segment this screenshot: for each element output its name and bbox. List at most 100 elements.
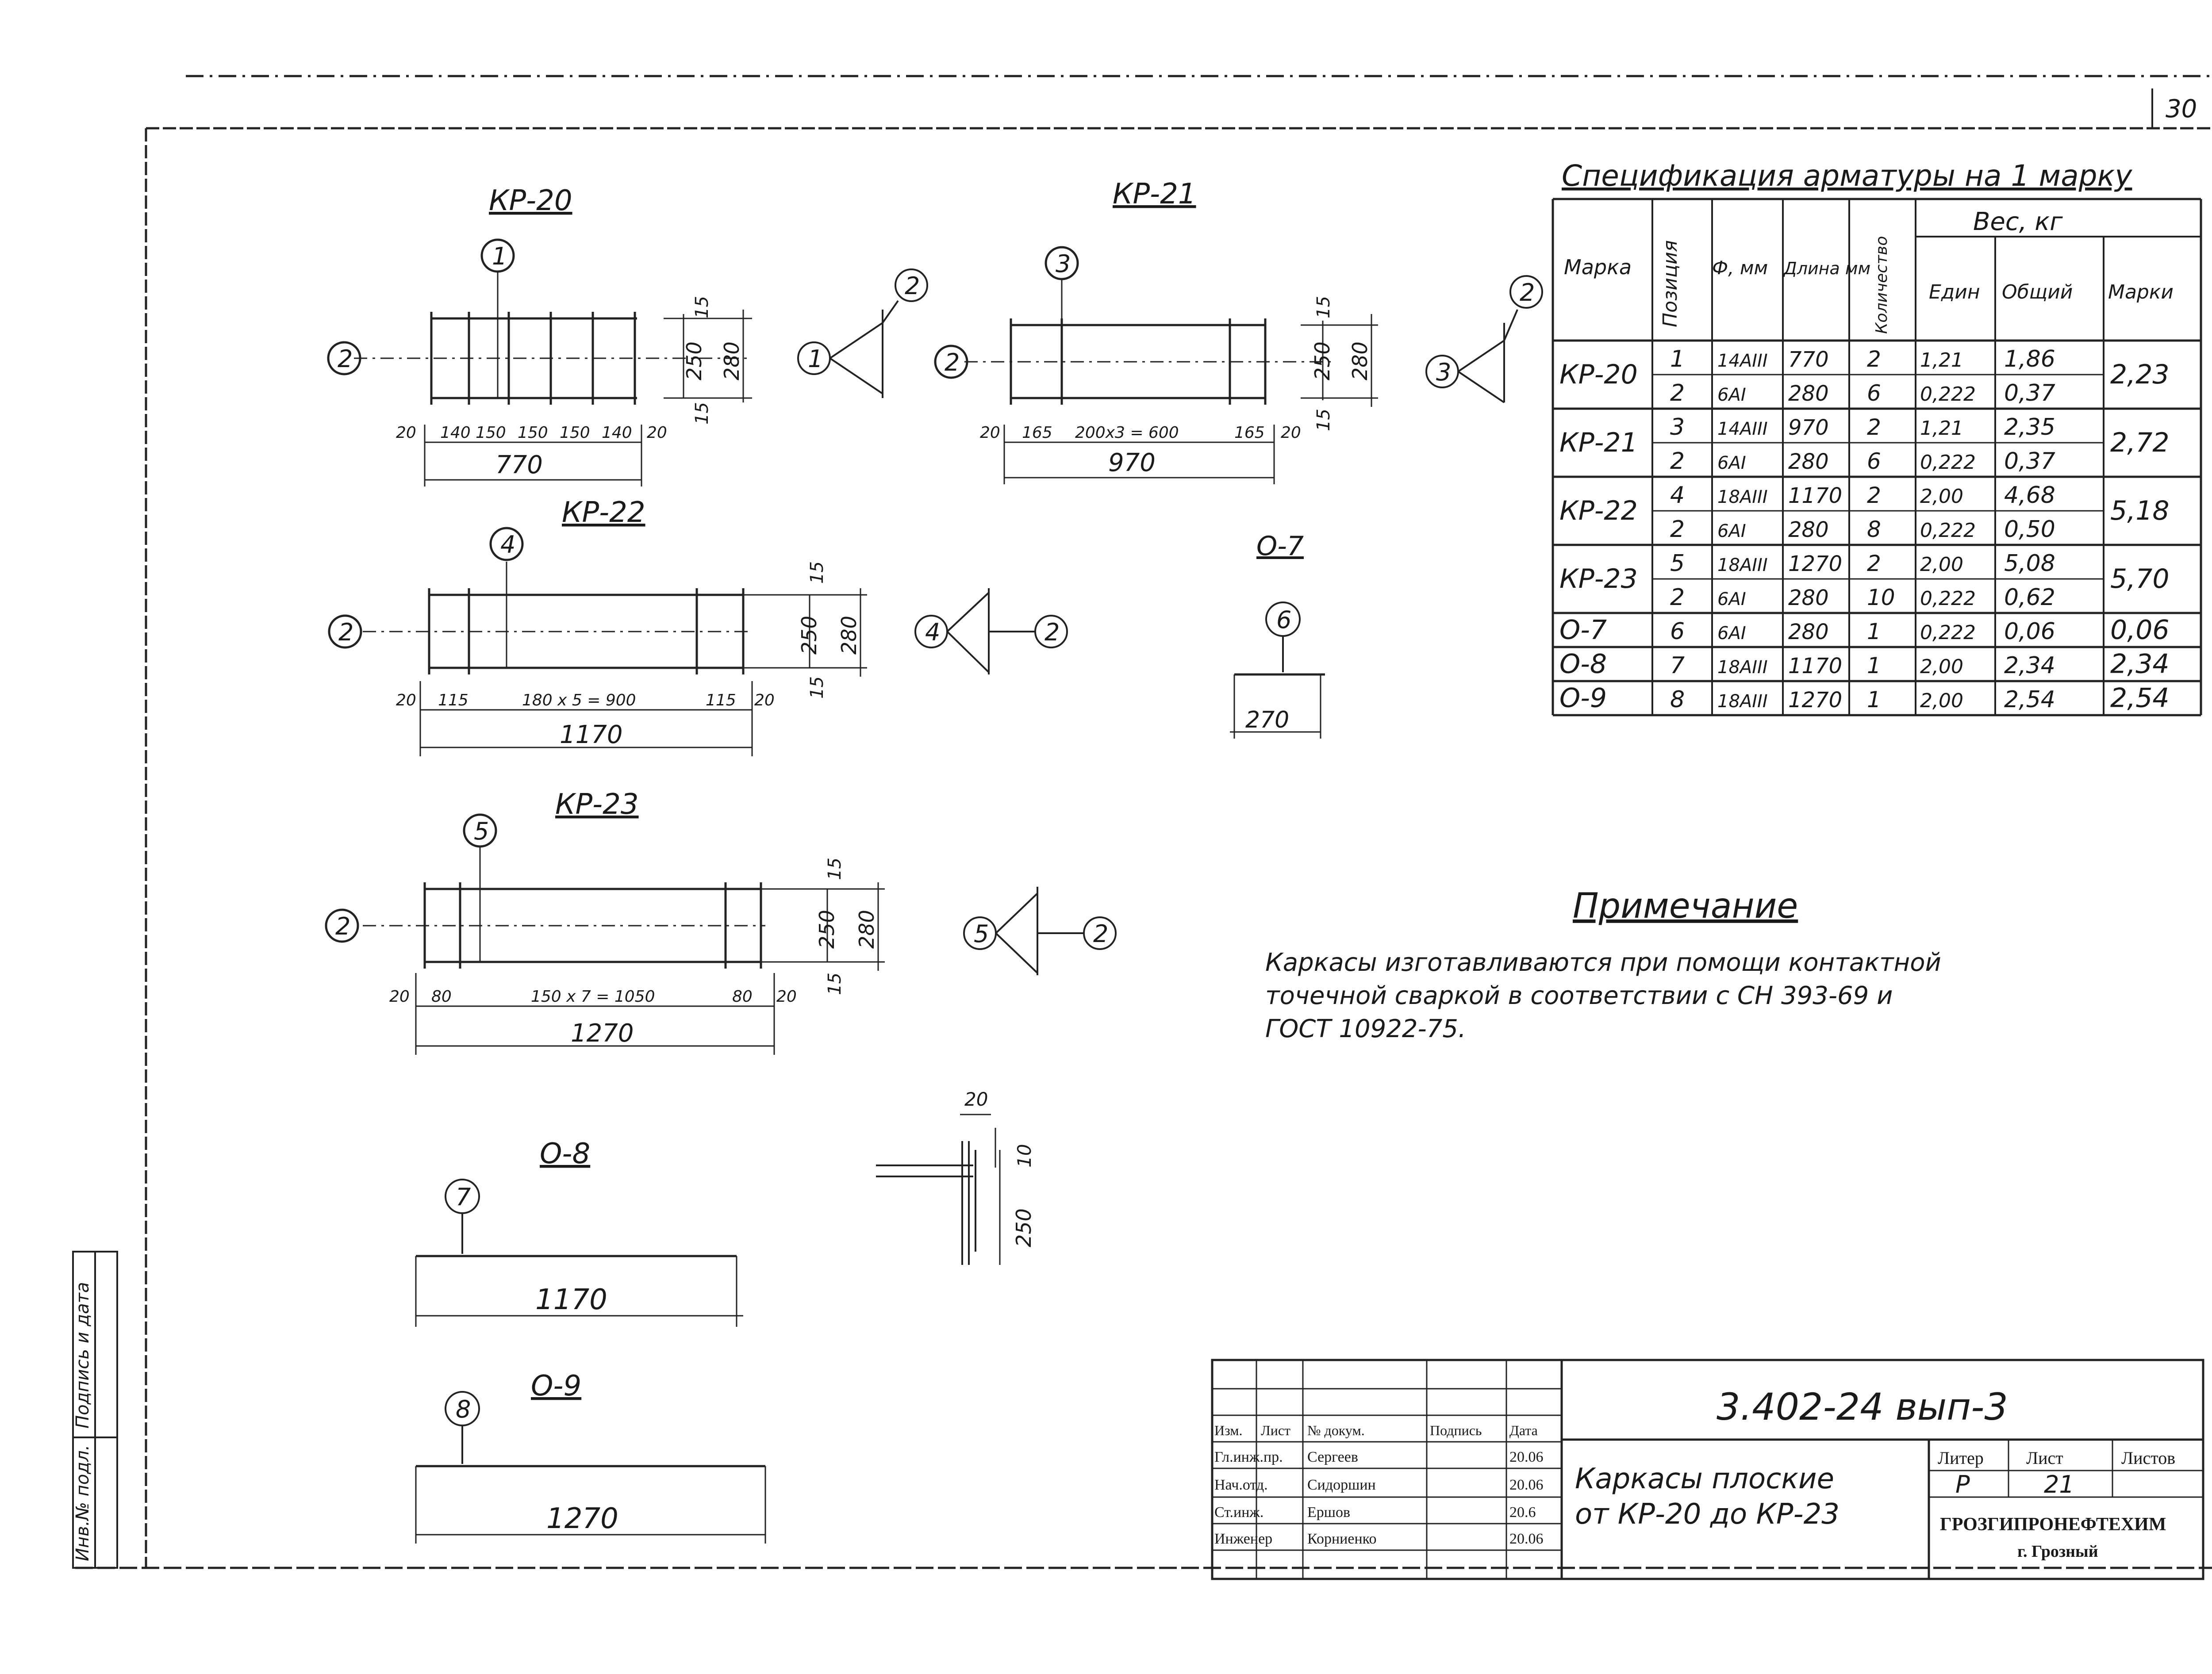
- spec-header-unit: Един: [1929, 281, 1980, 303]
- spec-cell-length: 770: [1788, 347, 1829, 372]
- spec-header-quantity: Количество: [1873, 236, 1891, 334]
- spec-cell-position: 2: [1670, 584, 1685, 611]
- kr22-spacing-dims: 20 115 180 х 5 = 900 115 20: [396, 691, 775, 709]
- head-label: Подпись: [1430, 1422, 1482, 1438]
- person-name: Корниенко: [1307, 1531, 1376, 1547]
- kr23-spacing: 150 х 7 = 1050: [531, 988, 655, 1006]
- spec-cell-diameter: 18AIII: [1717, 691, 1768, 712]
- sheet-label: Лист: [2026, 1448, 2063, 1468]
- spec-cell-position: 8: [1670, 686, 1685, 713]
- spec-cell-mark: О-7: [1559, 615, 1607, 646]
- kr21-side-tag: 2: [945, 349, 960, 376]
- spec-cell-mark: КР-20: [1559, 359, 1638, 390]
- kr20-spacing: 150: [518, 424, 548, 442]
- kr22-section-side: 2: [1045, 618, 1060, 646]
- spec-cell-mark: КР-23: [1559, 563, 1638, 594]
- spec-cell-quantity: 2: [1867, 551, 1881, 576]
- kr20-height-inner: 250: [682, 341, 706, 380]
- head-label: Лист: [1261, 1422, 1290, 1438]
- spec-cell-unit: 1,21: [1920, 417, 1963, 440]
- head-label: Дата: [1509, 1422, 1538, 1438]
- spec-cell-unit: 0,222: [1920, 519, 1976, 542]
- kr22-spacing: 20: [754, 691, 775, 709]
- detail-dim-height: 250: [1012, 1208, 1036, 1247]
- spec-cell-quantity: 1: [1867, 687, 1881, 713]
- o7-title: О-7: [1256, 531, 1304, 562]
- spec-cell-total: 2,35: [2004, 414, 2055, 441]
- person-role: Ст.инж.: [1214, 1504, 1263, 1521]
- kr21-spacing: 20: [980, 424, 1000, 442]
- kr22-side-tag: 2: [338, 618, 353, 646]
- person-name: Сидоршин: [1307, 1477, 1376, 1493]
- spec-cell-diameter: 18AIII: [1717, 487, 1768, 507]
- kr21-spacing: 20: [1281, 424, 1301, 442]
- spec-cell-position: 2: [1670, 516, 1685, 543]
- o8-title: О-8: [540, 1138, 590, 1170]
- spec-cell-total: 0,50: [2004, 516, 2055, 543]
- spec-cell-position: 1: [1670, 346, 1685, 372]
- spec-cell-total: 2,54: [2004, 686, 2055, 713]
- kr23-height-edge: 15: [825, 973, 845, 995]
- spec-cell-length: 280: [1788, 517, 1829, 542]
- spec-cell-position: 5: [1670, 550, 1685, 577]
- kr20-spacing-dims: 20 140 150 150 150 140 20: [396, 424, 667, 442]
- kr22-drawing: [328, 527, 867, 756]
- o9-drawing: [415, 1391, 766, 1544]
- margin-sign-label: Подпись и дата: [73, 1282, 93, 1429]
- spec-cell-quantity: 2: [1867, 414, 1881, 440]
- spec-cell-diameter: 6AI: [1717, 453, 1746, 473]
- spec-cell-length: 1270: [1788, 552, 1842, 576]
- spec-headers: Марка Позиция Ф, мм Длина мм Количество …: [1564, 207, 2174, 334]
- spec-header-diameter: Ф, мм: [1712, 257, 1768, 279]
- kr22-total-dim: 1170: [560, 720, 623, 749]
- spec-cell-quantity: 2: [1867, 483, 1881, 508]
- spec-header-per-mark: Марки: [2108, 281, 2174, 303]
- spec-cell-mark: О-9: [1559, 683, 1607, 714]
- spec-cell-diameter: 18AIII: [1717, 657, 1768, 678]
- kr21-position-tag: 3: [1056, 250, 1071, 278]
- kr20-spacing: 150: [560, 424, 590, 442]
- spec-cell-total: 0,37: [2004, 448, 2055, 475]
- spec-cell-total: 0,06: [2004, 618, 2055, 645]
- detail-dim-side: 10: [1014, 1144, 1035, 1168]
- kr23-title: КР-23: [555, 788, 639, 821]
- o7-length: 270: [1245, 707, 1289, 733]
- stage-value: Р: [1955, 1471, 1970, 1498]
- kr20-height-total: 280: [720, 341, 744, 380]
- kr21-title: КР-21: [1113, 178, 1196, 211]
- kr20-height-edge: 15: [692, 296, 712, 318]
- kr20-spacing: 20: [647, 424, 667, 442]
- person-name: Ершов: [1307, 1504, 1350, 1521]
- organization-city: г. Грозный: [2017, 1542, 2098, 1561]
- spec-cell-per-mark: 2,23: [2110, 359, 2170, 390]
- spec-cell-unit: 0,222: [1920, 621, 1976, 644]
- person-date: 20.06: [1509, 1531, 1544, 1547]
- kr23-spacing-dims: 20 80 150 х 7 = 1050 80 20: [389, 988, 797, 1006]
- sheet-value: 21: [2044, 1471, 2074, 1498]
- kr20-spacing: 140: [440, 424, 471, 442]
- person-role: Инженер: [1214, 1531, 1272, 1547]
- margin-stamp: [72, 1251, 118, 1569]
- spec-cell-quantity: 1: [1867, 653, 1881, 678]
- kr23-height-total: 280: [855, 910, 879, 949]
- kr23-section-pos: 5: [974, 920, 989, 948]
- spec-cell-quantity: 6: [1867, 380, 1881, 406]
- kr23-height-edge: 15: [825, 858, 845, 880]
- spec-cell-per-mark: 5,18: [2110, 495, 2170, 526]
- kr20-spacing: 150: [476, 424, 506, 442]
- kr22-spacing: 180 х 5 = 900: [522, 691, 636, 709]
- kr22-position-tag: 4: [500, 531, 515, 559]
- kr21-height-total: 280: [1348, 341, 1372, 380]
- person-role: Нач.отд.: [1214, 1477, 1268, 1493]
- spec-cell-quantity: 6: [1867, 448, 1881, 474]
- o8-position-tag: 7: [456, 1183, 471, 1211]
- spec-cell-unit: 0,222: [1920, 383, 1976, 406]
- spec-cell-unit: 0,222: [1920, 587, 1976, 610]
- spec-cell-diameter: 6AI: [1717, 521, 1746, 541]
- spec-cell-quantity: 8: [1867, 517, 1881, 542]
- spec-cell-mark: КР-22: [1559, 495, 1638, 526]
- kr20-drawing: [327, 238, 752, 486]
- kr21-section-side: 2: [1520, 279, 1535, 306]
